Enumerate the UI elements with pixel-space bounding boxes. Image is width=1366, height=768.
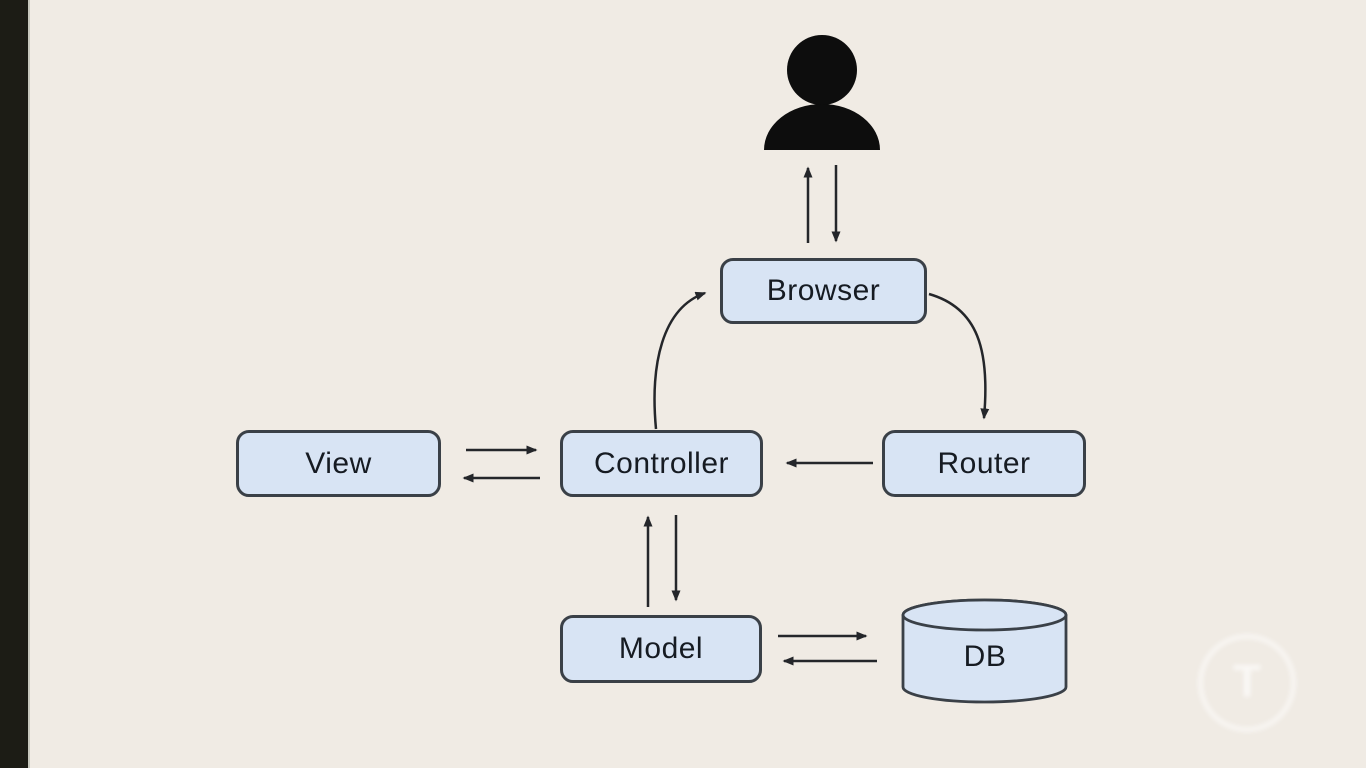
edge-browser-to-router [928,292,990,420]
db-cylinder [901,598,1068,704]
node-model: Model [560,615,762,683]
node-controller-label: Controller [593,446,730,480]
letterbox-bar [0,0,28,768]
letterbox-edge [28,0,30,768]
node-router: Router [882,430,1086,497]
watermark-letter: T [1232,655,1262,707]
node-router-label: Router [937,446,1031,480]
edges [462,165,990,666]
node-controller: Controller [560,430,763,497]
node-db: DB [904,638,1066,676]
node-model-label: Model [618,632,704,665]
edge-controller-to-browser [653,291,707,430]
user-icon [764,35,880,150]
watermark-logo: T [1198,634,1296,732]
node-view: View [236,430,441,497]
node-view-label: View [305,446,372,480]
node-browser-label: Browser [766,274,881,307]
node-browser: Browser [720,258,927,324]
node-db-label: DB [963,640,1007,673]
